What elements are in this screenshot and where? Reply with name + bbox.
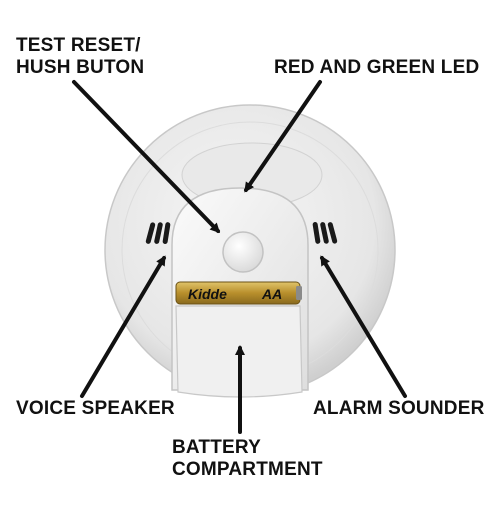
label-test-reset-line2: HUSH BUTON	[16, 57, 145, 78]
arrow-test-button	[72, 80, 221, 234]
test-reset-hush-button[interactable]	[222, 231, 264, 273]
label-battery-line1: BATTERY	[172, 437, 262, 458]
arrow-alarm-sounder	[320, 255, 407, 398]
label-voice-speaker: VOICE SPEAKER	[16, 398, 175, 419]
voice-speaker-grille	[145, 222, 171, 244]
arrow-voice-speaker	[80, 255, 166, 398]
battery-brand: Kidde	[188, 286, 227, 302]
battery-size: AA	[261, 286, 282, 302]
label-alarm-sounder: ALARM SOUNDER	[313, 398, 485, 419]
label-battery-line2: COMPARTMENT	[172, 459, 323, 480]
label-test-reset-line1: TEST RESET/	[16, 35, 141, 56]
battery: Kidde AA	[175, 281, 302, 305]
arrow-led	[244, 80, 322, 193]
label-led: RED AND GREEN LED	[274, 57, 480, 78]
alarm-sounder-grille	[312, 222, 338, 244]
